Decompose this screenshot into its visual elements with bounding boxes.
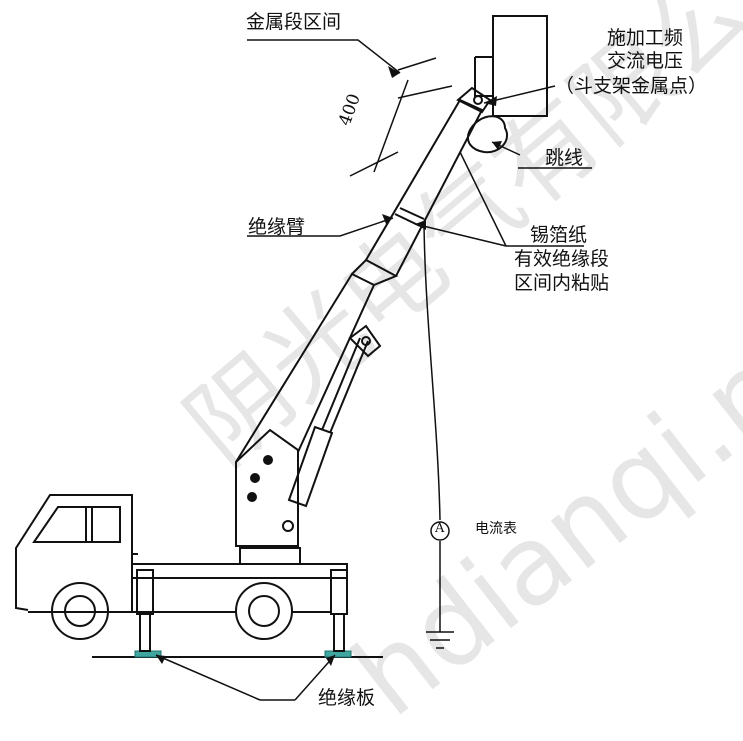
bucket — [456, 15, 548, 117]
truck-cab — [15, 494, 138, 613]
ammeter-symbol-label: A — [435, 521, 445, 536]
boom-turret — [235, 428, 299, 547]
voltage-label-line2: 交流电压 — [606, 50, 683, 72]
outrigger-right — [330, 569, 348, 652]
bucket-truck-test-diagram — [15, 15, 592, 701]
ammeter-symbol — [430, 521, 450, 541]
foil-label-line1: 锡箔纸 — [530, 224, 588, 246]
test-wire — [423, 221, 441, 632]
ground-symbol — [426, 631, 454, 649]
foil-label-line2: 有效绝缘段 — [514, 248, 610, 270]
jumper-wire — [466, 115, 508, 154]
dimension-400 — [349, 57, 453, 177]
metal-section-label: 金属段区间 — [246, 11, 342, 33]
insulating-arm-label: 绝缘臂 — [248, 216, 306, 238]
arrowheads — [156, 66, 502, 666]
lower-boom — [235, 258, 399, 463]
foil-label-line3: 区间内粘贴 — [514, 272, 610, 294]
voltage-label-line1: 施加工频 — [606, 27, 683, 49]
hydraulic-cylinder — [287, 337, 369, 508]
truck-chassis — [110, 547, 348, 613]
leader-lines — [155, 39, 592, 701]
voltage-label-line3: （斗支架金属点） — [555, 75, 708, 97]
outrigger-left — [136, 569, 154, 652]
jumper-label: 跳线 — [545, 147, 584, 169]
ammeter-label: 电流表 — [475, 521, 517, 537]
insulating-board-label: 绝缘板 — [318, 687, 376, 709]
